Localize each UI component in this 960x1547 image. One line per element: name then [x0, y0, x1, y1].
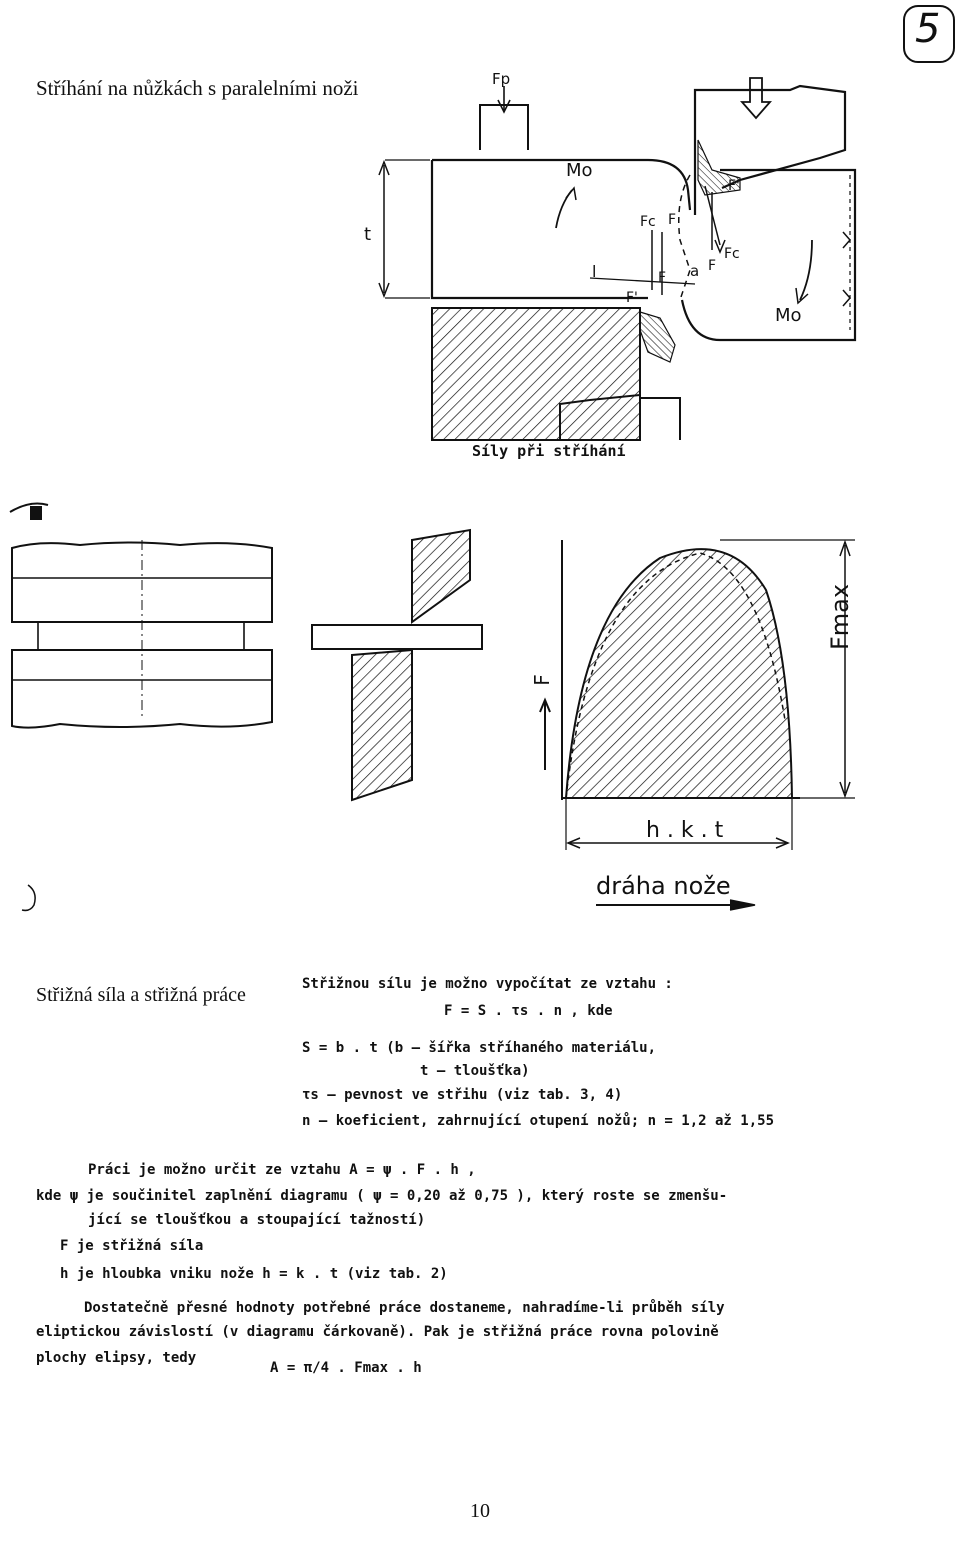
page-number: 10 — [470, 1500, 490, 1522]
formula-line-3: S = b . t (b – šířka stříhaného materiál… — [302, 1040, 657, 1056]
closing-line-3: plochy elipsy, tedy — [36, 1350, 197, 1366]
label-fp: Fp — [492, 70, 511, 88]
label-hkt: h . k . t — [646, 818, 724, 843]
label-f-prime-bottom: F' — [626, 290, 638, 306]
formula-line-6: n – koeficient, zahrnující otupení nožů;… — [302, 1113, 775, 1129]
label-fmax: Fmax — [826, 583, 854, 650]
work-line-4: F je střižná síla — [60, 1238, 204, 1254]
label-f-b: F — [708, 258, 717, 274]
formula-line-5: τs – pevnost ve střihu (viz tab. 3, 4) — [302, 1087, 623, 1103]
closing-formula: A = π/4 . Fmax . h — [270, 1360, 422, 1376]
label-mo-right: Mo — [775, 305, 802, 326]
label-l: l — [592, 262, 597, 281]
label-a: a — [690, 262, 700, 280]
figure-caption-forces: Síly při stříhání — [472, 442, 626, 460]
closing-line-2: eliptickou závislostí (v diagramu čárkov… — [36, 1324, 719, 1340]
label-draha-noze: dráha nože — [596, 872, 731, 900]
label-mo-left: Mo — [566, 160, 593, 181]
label-fc-right: Fc — [724, 246, 740, 262]
label-fc-left: Fc — [640, 214, 656, 230]
label-f-a: F — [668, 212, 677, 228]
work-line-5: h je hloubka vniku nože h = k . t (viz t… — [60, 1266, 448, 1282]
section-title-cutting-force: Střižná síla a střižná práce — [36, 984, 246, 1006]
work-line-3: jící se tloušťkou a stoupající tažností) — [88, 1212, 426, 1228]
label-f-axis: F — [529, 674, 554, 686]
formula-line-1: Střižnou sílu je možno vypočítat ze vzta… — [302, 976, 673, 992]
work-line-2: kde ψ je součinitel zaplnění diagramu ( … — [36, 1188, 728, 1204]
formula-line-2: F = S . τs . n , kde — [444, 1003, 613, 1019]
label-t: t — [364, 224, 372, 245]
formula-line-4: t – tloušťka) — [420, 1063, 530, 1079]
work-line-1: Práci je možno určit ze vztahu A = ψ . F… — [88, 1162, 476, 1178]
page-badge: 5 — [915, 6, 941, 52]
label-f-c: F — [658, 270, 667, 286]
closing-line-1: Dostatečně přesné hodnoty potřebné práce… — [84, 1300, 725, 1316]
section-title-shearing: Stříhání na nůžkách s paralelními noži — [36, 76, 359, 100]
label-f-prime-top: F' — [728, 178, 740, 194]
